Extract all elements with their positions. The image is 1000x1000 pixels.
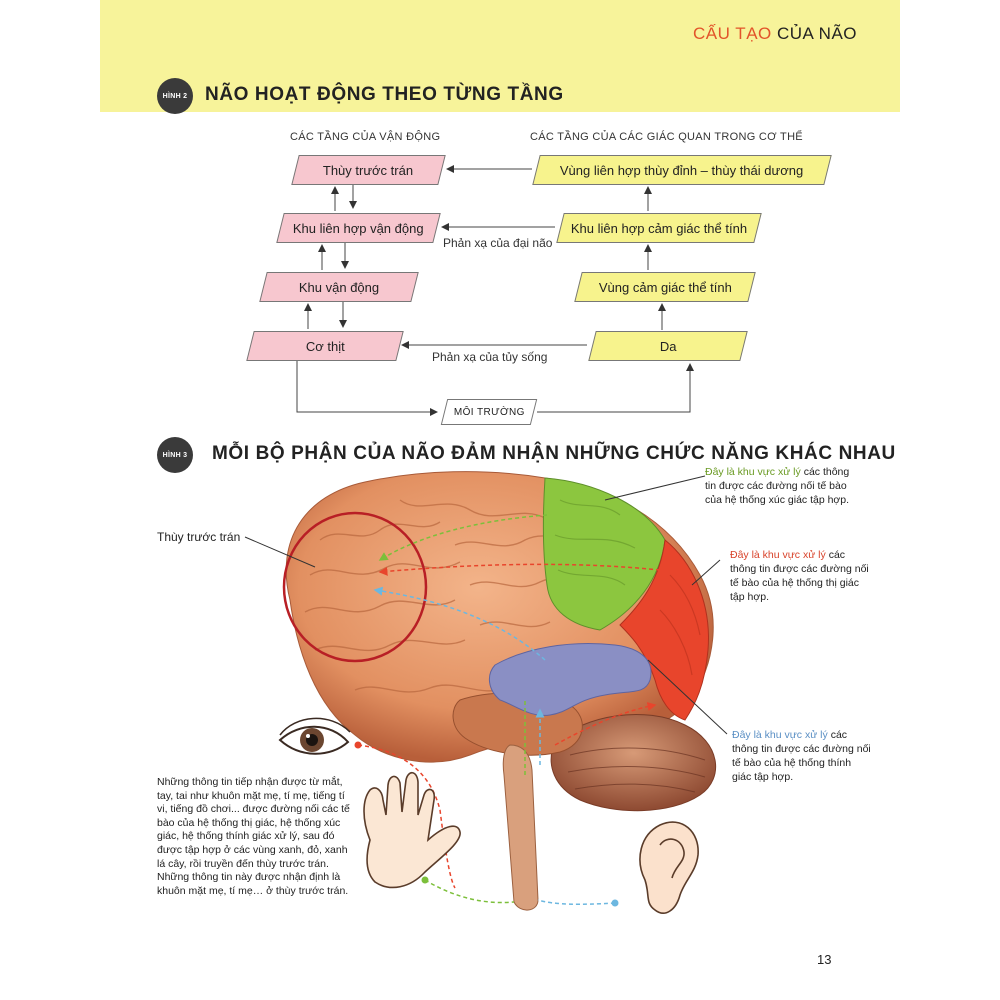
- eye-illustration: [278, 717, 351, 755]
- flow-arrows: [296, 165, 694, 416]
- book-page: CẤU TẠO CỦA NÃO HÌNH 2 NÃO HOẠT ĐỘNG THE…: [100, 0, 900, 1000]
- frontal-lobe-circle: [282, 511, 428, 663]
- brain-illustration: [244, 471, 728, 914]
- section-title: CẤU TẠO CỦA NÃO: [693, 24, 857, 44]
- frontal-lobe-label: Thùy trước trán: [157, 530, 241, 544]
- brainstem: [502, 744, 539, 911]
- callout-hearing-highlight: Đây là khu vực xử lý: [732, 729, 828, 741]
- hearing-area: [488, 643, 652, 716]
- callout-touch: Đây là khu vực xử lý các thông tin được …: [705, 465, 855, 507]
- figure2-badge: HÌNH 2: [157, 78, 193, 114]
- callout-vision: Đây là khu vực xử lý các thông tin được …: [730, 548, 870, 604]
- motor-column-title: CÁC TẦNG CỦA VẬN ĐỘNG: [290, 131, 441, 143]
- figure3-badge: HÌNH 3: [157, 437, 193, 473]
- ear-illustration: [639, 821, 699, 914]
- callout-hearing: Đây là khu vực xử lý các thông tin được …: [732, 728, 872, 784]
- section-title-highlight: CẤU TẠO: [693, 24, 772, 43]
- vision-area: [619, 539, 709, 721]
- cortex-reflex-label: Phản xạ của đại não: [443, 236, 553, 250]
- callout-vision-highlight: Đây là khu vực xử lý: [730, 549, 826, 561]
- hand-illustration: [363, 771, 461, 889]
- spinal-reflex-label: Phản xạ của tủy sống: [432, 350, 548, 364]
- figure2-title: NÃO HOẠT ĐỘNG THEO TỪNG TẦNG: [205, 84, 564, 105]
- callout-hearing-text: các thông tin được các đường nối tế bào …: [732, 729, 871, 783]
- touch-area: [542, 477, 666, 631]
- sensory-column-title: CÁC TẦNG CỦA CÁC GIÁC QUAN TRONG CƠ THỂ: [530, 131, 803, 143]
- callout-touch-text: các thông tin được các đường nối tế bào …: [705, 466, 850, 506]
- figure3-title: MỖI BỘ PHẬN CỦA NÃO ĐẢM NHẬN NHỮNG CHỨC …: [212, 443, 896, 464]
- callout-touch-highlight: Đây là khu vực xử lý: [705, 466, 801, 478]
- top-band: [100, 0, 900, 112]
- callout-vision-text: các thông tin được các đường nối tế bào …: [730, 549, 869, 603]
- page-number: 13: [817, 952, 832, 967]
- section-title-rest: CỦA NÃO: [771, 24, 858, 43]
- figure3-body-text: Những thông tin tiếp nhận được từ mắt, t…: [157, 776, 350, 897]
